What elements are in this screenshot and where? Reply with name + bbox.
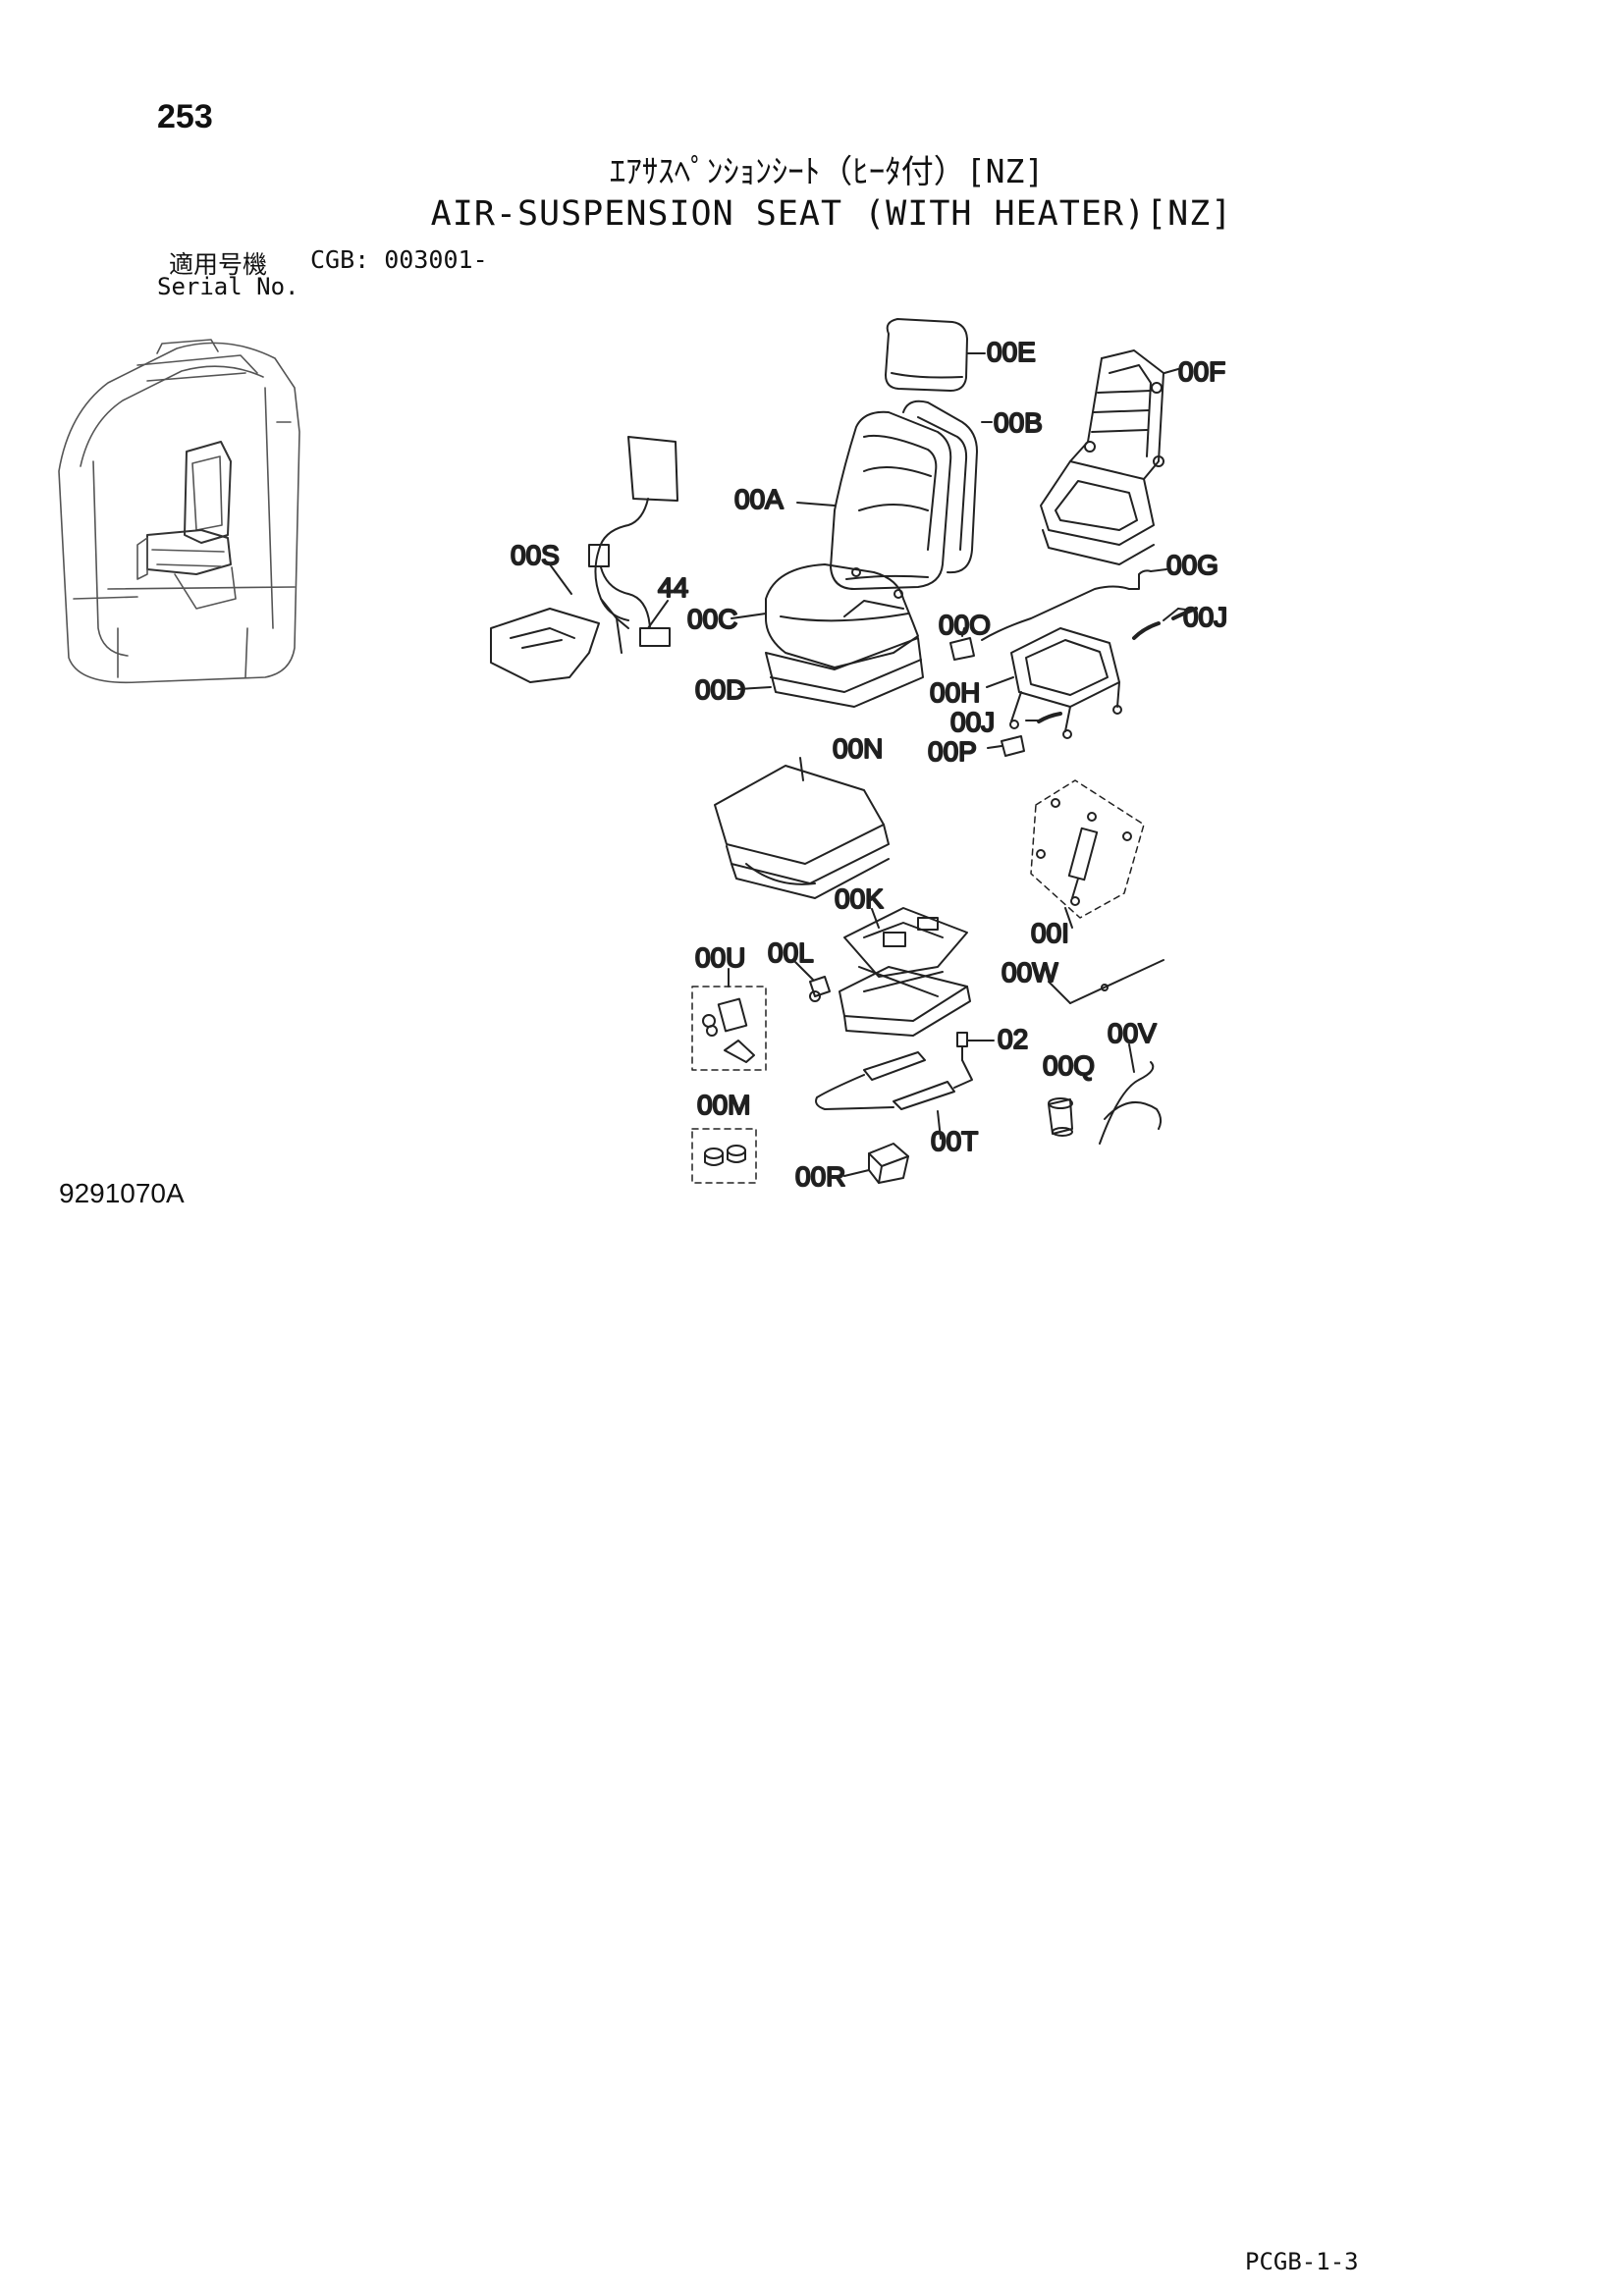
part-00D-cushion-base	[737, 637, 924, 708]
part-00S-heater-pad	[490, 436, 678, 683]
callout-00T: 00T	[931, 1126, 978, 1156]
part-00O-clip	[949, 627, 975, 661]
serial-label-japanese: 適用号機	[169, 250, 268, 279]
title-japanese: ｴｱｻｽﾍﾟﾝｼｮﾝｼｰﾄ（ﾋｰﾀ付）[NZ]	[609, 152, 1045, 190]
part-00F-frame	[1040, 349, 1179, 565]
part-00V-cable	[1099, 1043, 1163, 1145]
part-00G-cable	[981, 568, 1167, 641]
page-reference: PCGB-1-3	[1245, 2248, 1359, 2275]
callout-00C: 00C	[687, 604, 737, 634]
callout-00F: 00F	[1178, 356, 1225, 387]
part-00K-scissor	[839, 907, 971, 1037]
part-00T-air-spring	[815, 1051, 973, 1140]
callout-00K: 00K	[835, 883, 884, 914]
part-00P-clip	[987, 735, 1025, 757]
callout-00S: 00S	[511, 540, 560, 570]
part-00I-shock-kit	[1030, 779, 1145, 929]
serial-label-english: Serial No.	[157, 273, 299, 300]
part-00J-springs	[1025, 607, 1198, 723]
part-00C-cushion	[731, 563, 919, 668]
callout-00E: 00E	[987, 337, 1036, 367]
part-00R-block	[843, 1143, 909, 1184]
callout-00L: 00L	[768, 937, 814, 968]
part-00U-kit	[691, 968, 767, 1071]
part-00W-rod	[1048, 959, 1164, 1004]
callout-00W: 00W	[1001, 957, 1058, 988]
callout-00Q: 00Q	[1043, 1050, 1095, 1081]
cab-location-inset	[58, 339, 300, 684]
part-00B-back-cover	[902, 400, 993, 574]
callout-02: 02	[998, 1024, 1028, 1054]
callout-00D: 00D	[695, 674, 745, 705]
callout-00P: 00P	[928, 736, 977, 767]
callout-00R: 00R	[795, 1161, 845, 1192]
serial-range: CGB: 003001-	[310, 245, 488, 274]
callout-00M: 00M	[697, 1090, 750, 1120]
callout-00B: 00B	[994, 407, 1043, 438]
callout-44: 44	[658, 572, 688, 603]
callout-00V: 00V	[1108, 1018, 1157, 1048]
part-00E-headrest	[885, 318, 986, 392]
callout-00O: 00O	[939, 610, 991, 640]
part-00A-backrest	[796, 410, 952, 590]
title-english: AIR-SUSPENSION SEAT (WITH HEATER)[NZ]	[430, 194, 1233, 234]
part-00Q-connector	[1048, 1097, 1073, 1137]
part-00H-slide-rail	[986, 627, 1122, 739]
callout-00G: 00G	[1166, 550, 1218, 580]
callout-00A: 00A	[734, 484, 784, 514]
callout-00J-upper: 00J	[1183, 602, 1227, 632]
illustration-id: 9291070A	[59, 1178, 185, 1208]
part-00L-valve	[794, 961, 831, 1002]
callout-00H: 00H	[930, 677, 980, 708]
part-00N-bellows	[714, 757, 890, 899]
page-number: 253	[157, 98, 213, 135]
part-02-bolt	[956, 1032, 995, 1061]
callout-00J-lower: 00J	[950, 707, 995, 737]
callout-00I: 00I	[1031, 918, 1069, 948]
callout-00N: 00N	[833, 733, 883, 764]
callout-00U: 00U	[695, 942, 745, 973]
part-00M-kit	[691, 1128, 757, 1184]
